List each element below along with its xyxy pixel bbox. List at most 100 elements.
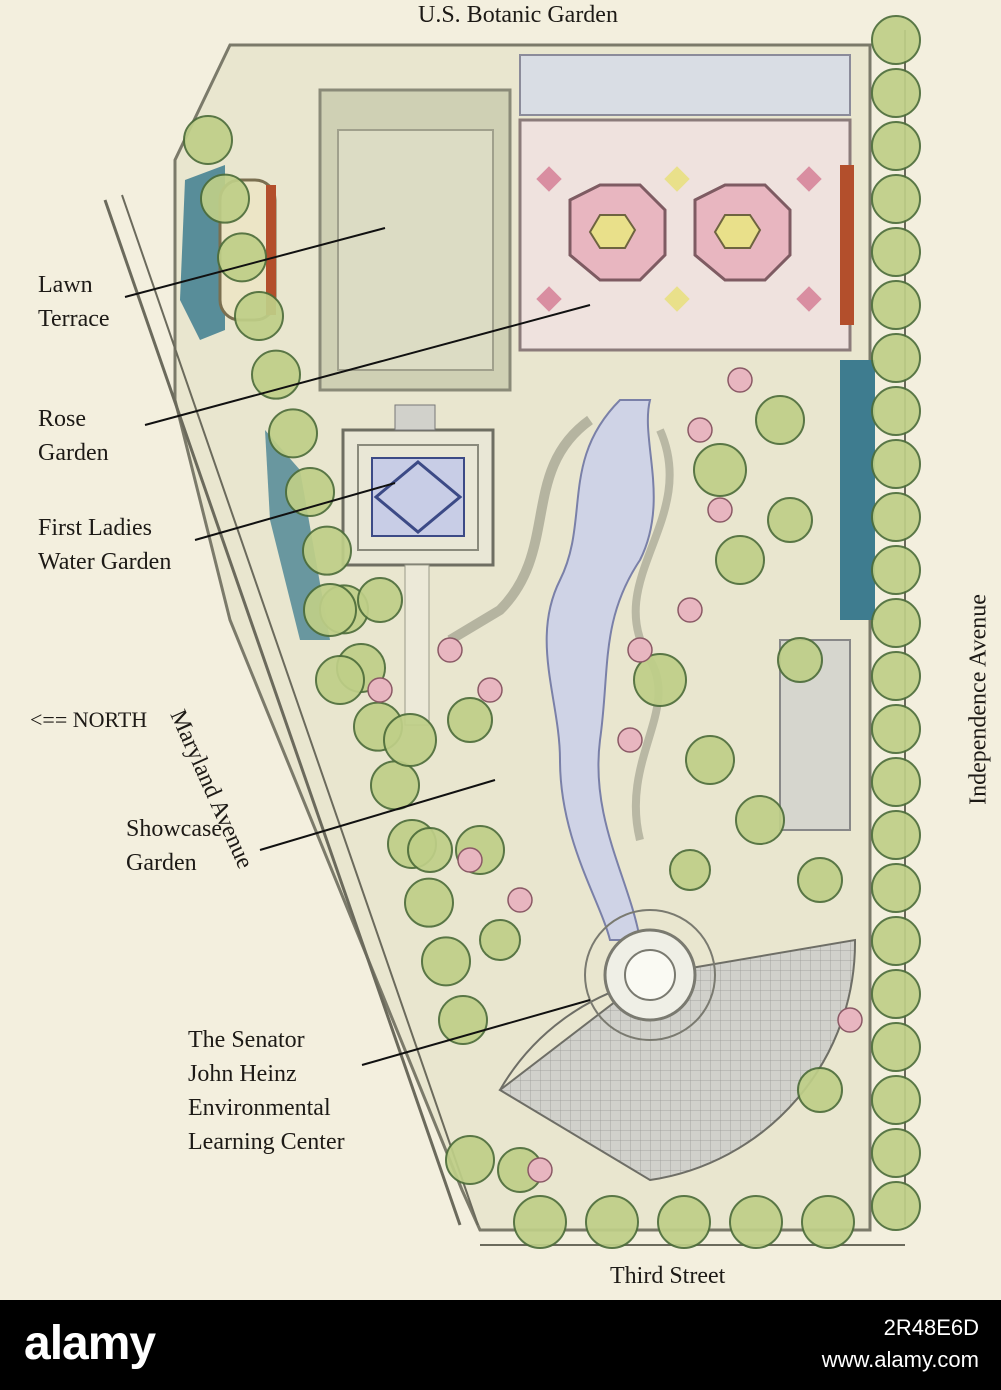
tree — [513, 1195, 567, 1249]
tree — [357, 577, 403, 623]
first-ladies-line-1: First Ladies — [38, 515, 152, 541]
lawn-terrace-label: Lawn Terrace — [38, 268, 110, 336]
tree — [669, 849, 711, 891]
tree — [735, 795, 785, 845]
flower-cluster — [527, 1157, 553, 1183]
tree — [217, 232, 267, 283]
flower-cluster — [627, 637, 653, 663]
tree — [729, 1195, 783, 1249]
heinz-line-1: The Senator — [188, 1027, 305, 1053]
flower-cluster — [687, 417, 713, 443]
tree — [755, 395, 805, 445]
tree-group — [183, 15, 921, 1249]
heinz-learning-center — [498, 938, 857, 1182]
tree — [585, 1195, 639, 1249]
rose-garden-beds — [536, 166, 822, 312]
garden-site-plan: U.S. Botanic Garden Third Street Marylan… — [30, 2, 992, 1289]
water-channel-left-lower — [265, 430, 330, 640]
north-indicator: <== NORTH — [30, 707, 148, 732]
tree — [685, 735, 735, 785]
showcase-garden-label: Showcase Garden — [126, 812, 222, 880]
first-ladies-label: First Ladies Water Garden — [38, 511, 171, 579]
tree — [801, 1195, 855, 1249]
leader-showcase — [259, 779, 496, 851]
independence-avenue-label: Independence Avenue — [965, 594, 992, 805]
tree — [183, 115, 233, 165]
lawn-terrace-line-1: Lawn — [38, 272, 93, 298]
heinz-line-2: John Heinz — [188, 1061, 297, 1087]
flower-cluster — [837, 1007, 863, 1033]
tree — [404, 877, 454, 928]
flower-cluster — [507, 887, 533, 913]
showcase-line-2: Garden — [126, 850, 197, 876]
tree — [871, 651, 921, 701]
image-id: 2R48E6D — [883, 1315, 979, 1340]
tree — [715, 535, 765, 585]
rose-garden-label: Rose Garden — [38, 402, 109, 470]
showcase-line-1: Showcase — [126, 816, 222, 842]
heinz-line-3: Environmental — [188, 1095, 331, 1121]
tree — [421, 936, 471, 987]
rose-garden-line-1: Rose — [38, 406, 86, 432]
tree — [370, 760, 420, 811]
tree — [871, 1181, 921, 1231]
heinz-center-label: The Senator John Heinz Environmental Lea… — [188, 1023, 345, 1159]
tree — [871, 1022, 921, 1072]
tree — [871, 598, 921, 648]
tree — [383, 713, 437, 767]
tree — [871, 227, 921, 277]
site-url: www.alamy.com — [821, 1347, 979, 1372]
tree — [871, 704, 921, 754]
tree — [871, 439, 921, 489]
flower-cluster — [367, 677, 393, 703]
water-channel-right — [840, 360, 875, 620]
tree — [871, 386, 921, 436]
tree — [871, 492, 921, 542]
heinz-line-4: Learning Center — [188, 1129, 345, 1155]
tree — [285, 467, 335, 517]
flower-cluster — [477, 677, 503, 703]
tree — [657, 1195, 711, 1249]
tree — [633, 653, 687, 707]
leader-heinz — [361, 999, 591, 1066]
flower-group — [367, 367, 863, 1183]
tree — [871, 863, 921, 913]
tree — [767, 497, 813, 543]
tree — [479, 919, 521, 961]
tree — [871, 916, 921, 966]
flower-cluster — [457, 847, 483, 873]
tree — [871, 757, 921, 807]
site-plan-drawing — [103, 15, 921, 1249]
flower-cluster — [727, 367, 753, 393]
bottom-label: Third Street — [610, 1263, 726, 1289]
leader-rose — [144, 304, 591, 426]
tree — [234, 291, 284, 341]
tree — [871, 333, 921, 383]
tree — [871, 15, 921, 65]
tree — [200, 173, 250, 224]
tree — [251, 349, 301, 400]
stock-footer-bar: alamy 2R48E6D www.alamy.com — [0, 1300, 1001, 1390]
tree — [871, 969, 921, 1019]
tree — [447, 697, 493, 743]
rose-garden-line-2: Garden — [38, 440, 109, 466]
flower-cluster — [617, 727, 643, 753]
first-ladies-line-2: Water Garden — [38, 549, 172, 575]
tree — [871, 121, 921, 171]
tree — [871, 174, 921, 224]
tree — [871, 545, 921, 595]
flower-cluster — [677, 597, 703, 623]
leader-first-ladies — [194, 482, 396, 541]
tree — [445, 1135, 495, 1185]
footer-meta: 2R48E6D www.alamy.com — [822, 1312, 979, 1376]
tree — [871, 1075, 921, 1125]
tree — [693, 443, 747, 497]
tree — [871, 68, 921, 118]
flower-cluster — [437, 637, 463, 663]
tree — [303, 583, 357, 637]
tree — [315, 655, 365, 705]
top-label: U.S. Botanic Garden — [418, 2, 618, 28]
flower-cluster — [707, 497, 733, 523]
tree — [871, 280, 921, 330]
leader-lawn — [124, 227, 386, 298]
